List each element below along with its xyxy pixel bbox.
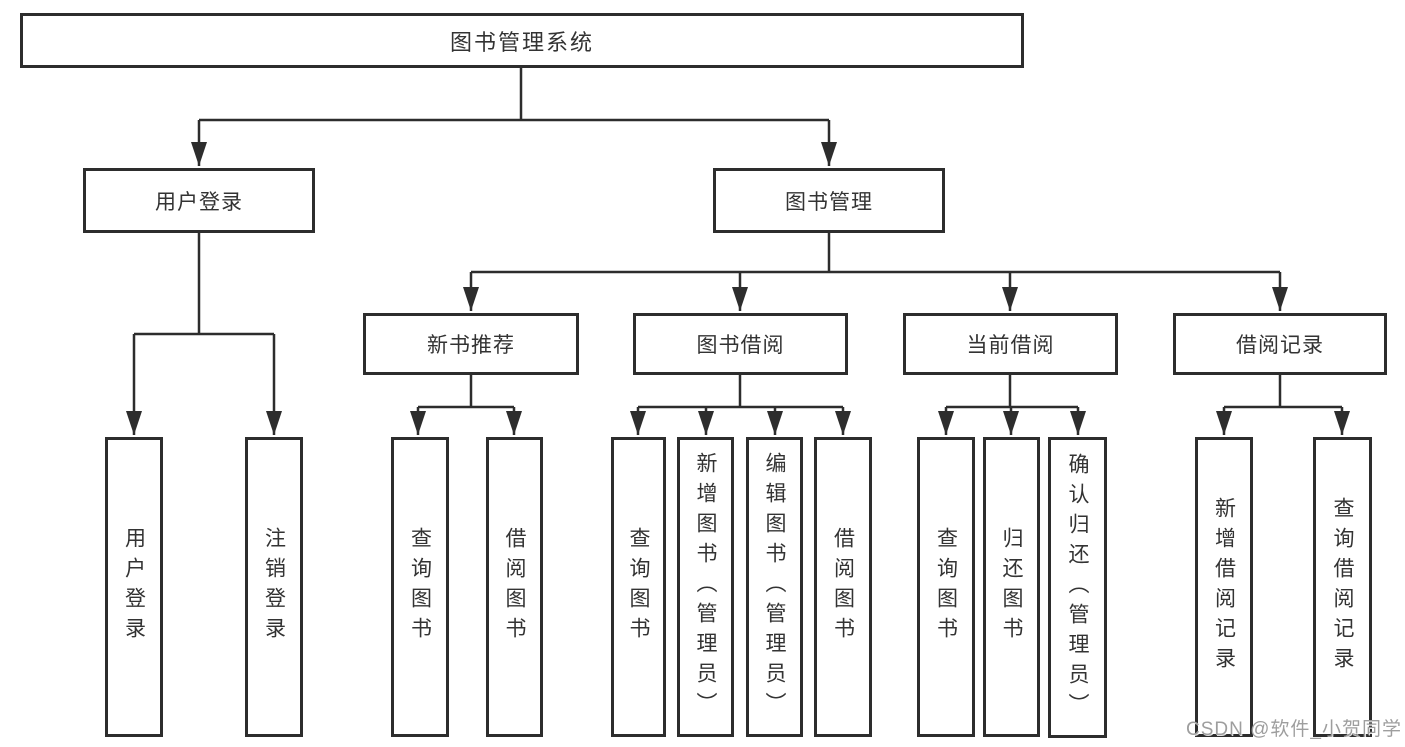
node-borrowing-records: 借阅记录 [1173, 313, 1387, 375]
leaf-recommend-query-books: 查询图书 [391, 437, 449, 737]
leaf-records-add-record: 新增借阅记录 [1195, 437, 1253, 737]
node-user-login: 用户登录 [83, 168, 315, 233]
node-new-book-recommend: 新书推荐 [363, 313, 579, 375]
leaf-recommend-borrow-books: 借阅图书 [486, 437, 543, 737]
leaf-current-confirm-return-admin: 确认归还（管理员） [1048, 437, 1107, 738]
node-book-management: 图书管理 [713, 168, 945, 233]
watermark: CSDN @软件_小贺同学 [1186, 719, 1402, 740]
node-current-borrowing: 当前借阅 [903, 313, 1118, 375]
leaf-user-login: 用户登录 [105, 437, 163, 737]
leaf-borrowing-add-books-admin: 新增图书（管理员） [677, 437, 734, 737]
leaf-current-query-books: 查询图书 [917, 437, 975, 737]
leaf-logout: 注销登录 [245, 437, 303, 737]
leaf-borrowing-borrow-books: 借阅图书 [814, 437, 872, 737]
node-book-borrowing: 图书借阅 [633, 313, 848, 375]
leaf-borrowing-query-books: 查询图书 [611, 437, 666, 737]
leaf-borrowing-edit-books-admin: 编辑图书（管理员） [746, 437, 803, 737]
leaf-current-return-books: 归还图书 [983, 437, 1040, 737]
leaf-records-query-record: 查询借阅记录 [1313, 437, 1372, 737]
node-root: 图书管理系统 [20, 13, 1024, 68]
